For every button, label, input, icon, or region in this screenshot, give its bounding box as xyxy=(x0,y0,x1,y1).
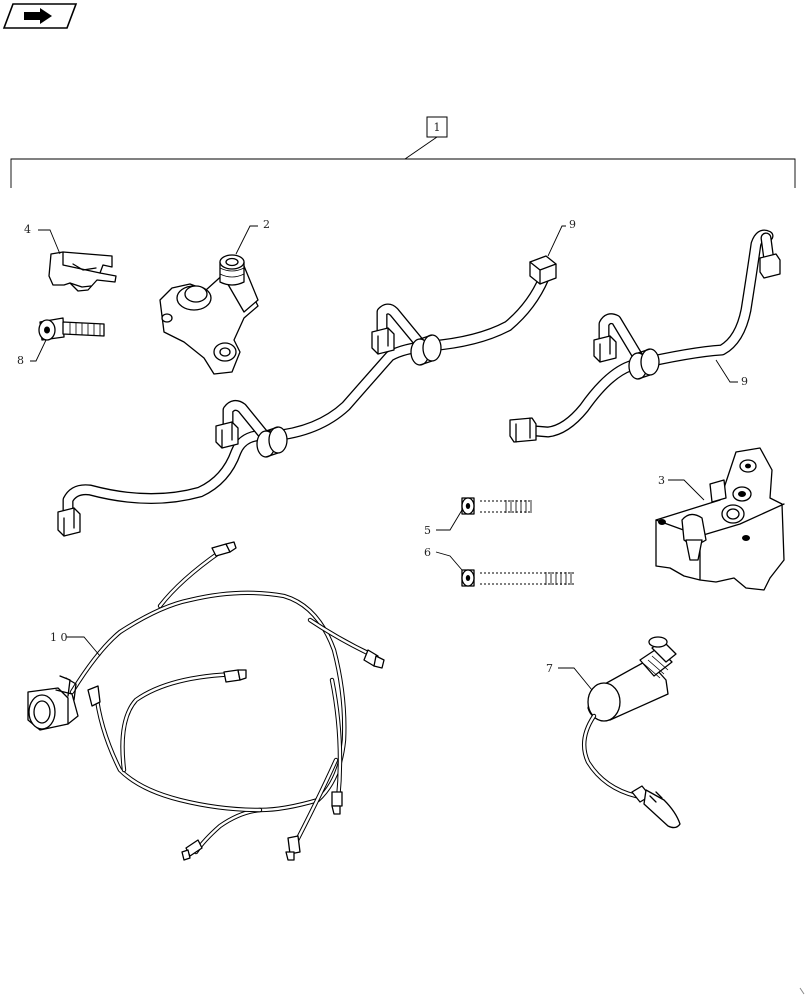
callout-2: 2 xyxy=(263,218,270,231)
part-spacer-5 xyxy=(461,497,532,515)
part-solenoid xyxy=(581,636,681,829)
part-injector-pipe-short xyxy=(509,229,781,443)
part-injector-pipe-long xyxy=(57,255,557,537)
book-arrow-icon[interactable] xyxy=(2,3,78,29)
part-screw xyxy=(38,317,105,341)
assembly-bracket: 1 xyxy=(10,116,796,188)
callout-6: 6 xyxy=(424,546,431,559)
part-clip xyxy=(48,251,117,292)
part-spacer-6 xyxy=(461,569,574,587)
callout-9-bottom: 9 xyxy=(741,375,748,388)
callout-7: 7 xyxy=(546,662,553,675)
callout-9-top: 9 xyxy=(569,218,576,231)
part-fitting-block xyxy=(159,254,259,375)
part-wiring-harness xyxy=(27,541,385,861)
page-mark xyxy=(799,987,805,995)
callout-10: 1 0 xyxy=(50,631,68,644)
callout-5: 5 xyxy=(424,524,431,537)
assembly-ref-label: 1 xyxy=(434,121,441,134)
callout-8: 8 xyxy=(17,354,24,367)
callout-3: 3 xyxy=(658,474,665,487)
callout-4: 4 xyxy=(24,223,31,236)
part-manifold-block xyxy=(655,447,785,591)
